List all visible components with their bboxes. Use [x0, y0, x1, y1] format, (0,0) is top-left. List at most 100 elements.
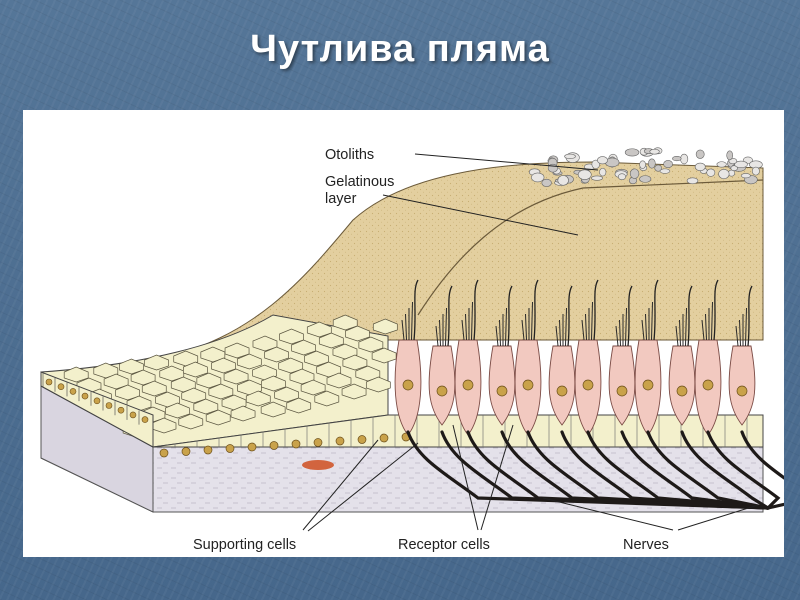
receptor-nucleus — [702, 379, 714, 391]
nerve-fiber — [706, 430, 781, 510]
supporting-cell-outline — [316, 361, 342, 378]
otolith-crystal — [672, 156, 682, 162]
supporting-cell-mosaic — [63, 314, 398, 438]
receptor-nucleus — [496, 385, 508, 397]
supporting-leader-2 — [307, 442, 419, 532]
nerve-fiber — [440, 430, 770, 510]
kinocilium — [747, 285, 753, 347]
otolith-crystal — [730, 165, 738, 171]
otolith-crystal — [557, 175, 569, 186]
stereocilium — [465, 313, 467, 341]
otolith-crystal — [531, 172, 545, 183]
otolith-crystal — [541, 178, 552, 187]
stereocilium — [619, 319, 621, 347]
nucleus — [129, 411, 137, 419]
receptor-cell — [488, 345, 516, 426]
nerves-leader-2 — [677, 504, 759, 531]
nucleus — [335, 436, 345, 446]
supporting-cell-outline — [208, 383, 234, 400]
nucleus — [181, 447, 191, 456]
otolith-crystal — [734, 160, 748, 169]
label-gelatinous-line1: Gelatinous — [325, 174, 394, 190]
stereocilium — [581, 319, 585, 341]
supporting-cell-outline — [286, 397, 312, 414]
supporting-cell-outline — [93, 362, 119, 379]
otolith-crystal — [599, 167, 607, 177]
stereocilium — [531, 301, 533, 341]
stereocilium — [445, 307, 447, 347]
otolith-crystal — [751, 166, 760, 176]
nerve-fiber — [740, 430, 784, 510]
receptor-nucleus — [436, 385, 448, 397]
stereocilium — [679, 319, 681, 347]
nerve-fiber — [620, 430, 770, 510]
otolith-crystal — [716, 161, 727, 168]
nerve-fiber — [526, 430, 770, 510]
nerves-leader-1 — [542, 497, 674, 531]
stereocilium — [411, 301, 413, 341]
stereocilium — [645, 313, 647, 341]
otolith-crystal — [706, 168, 716, 177]
stereocilium — [585, 313, 587, 341]
nerve-fiber — [406, 430, 770, 510]
otolith-crystal — [740, 173, 751, 179]
nerve-fiber — [560, 430, 770, 510]
otolith-crystal — [654, 164, 662, 172]
stereocilium — [405, 313, 407, 341]
gelatinous-leader — [382, 194, 579, 236]
supporting-leader-1 — [302, 439, 379, 531]
receptor-cell — [548, 345, 576, 426]
otolith-crystal — [686, 177, 699, 185]
supporting-cell-outline — [372, 318, 398, 335]
otolith-crystal — [726, 150, 734, 161]
otolith-crystal — [663, 160, 673, 168]
supporting-cell-outline — [314, 390, 340, 407]
receptor-cell — [728, 345, 756, 426]
leader-lines — [302, 153, 759, 532]
nerve-fiber — [500, 430, 770, 510]
otolith-crystal — [617, 173, 626, 181]
nucleus — [357, 435, 367, 444]
supporting-cell-outline — [326, 372, 352, 389]
kinocilium — [713, 279, 719, 341]
stereocilium — [711, 301, 713, 341]
receptor-nucleus — [556, 385, 568, 397]
label-receptor-cells: Receptor cells — [398, 537, 490, 553]
receptor-nucleus — [462, 379, 474, 391]
nucleus — [247, 442, 257, 452]
receptor-cell — [608, 345, 636, 426]
otolith-crystal — [597, 156, 608, 165]
nucleus — [313, 438, 323, 447]
kinocilium — [473, 279, 479, 341]
label-gelatinous-line2: layer — [325, 191, 357, 207]
stereocilium — [435, 325, 439, 347]
stereocilium — [735, 325, 739, 347]
supporting-cell-outline — [173, 350, 199, 367]
receptor-cell — [428, 345, 456, 426]
receptor-nucleus — [582, 379, 594, 391]
nucleus — [379, 433, 389, 443]
nucleus — [93, 397, 101, 405]
receptor-nucleus — [736, 385, 748, 397]
supporting-cell-outline — [165, 402, 190, 419]
stereocilium — [675, 325, 679, 347]
supporting-cell-outline — [144, 354, 169, 371]
supporting-cell-outline — [141, 380, 167, 397]
slide-title: Чутлива пляма — [250, 28, 550, 70]
nucleus — [291, 439, 301, 449]
otolith-crystal — [629, 168, 640, 179]
supporting-cell-outline — [200, 346, 226, 363]
kinocilium — [653, 279, 659, 341]
nerve-fiber — [680, 430, 770, 510]
supporting-cell-outline — [252, 364, 277, 381]
otolith-crystal — [649, 148, 660, 155]
supporting-cell-outline — [170, 376, 196, 393]
receptor-cells — [394, 279, 756, 436]
supporting-cell-outline — [261, 375, 286, 392]
macula-illustration: Otoliths Gelatinous layer Supporting cel… — [40, 147, 784, 553]
stereocilium — [625, 307, 627, 347]
receptor-nucleus — [676, 385, 688, 397]
kinocilium — [413, 279, 419, 341]
otolith-crystal — [591, 175, 603, 181]
stereocilium — [401, 319, 405, 341]
